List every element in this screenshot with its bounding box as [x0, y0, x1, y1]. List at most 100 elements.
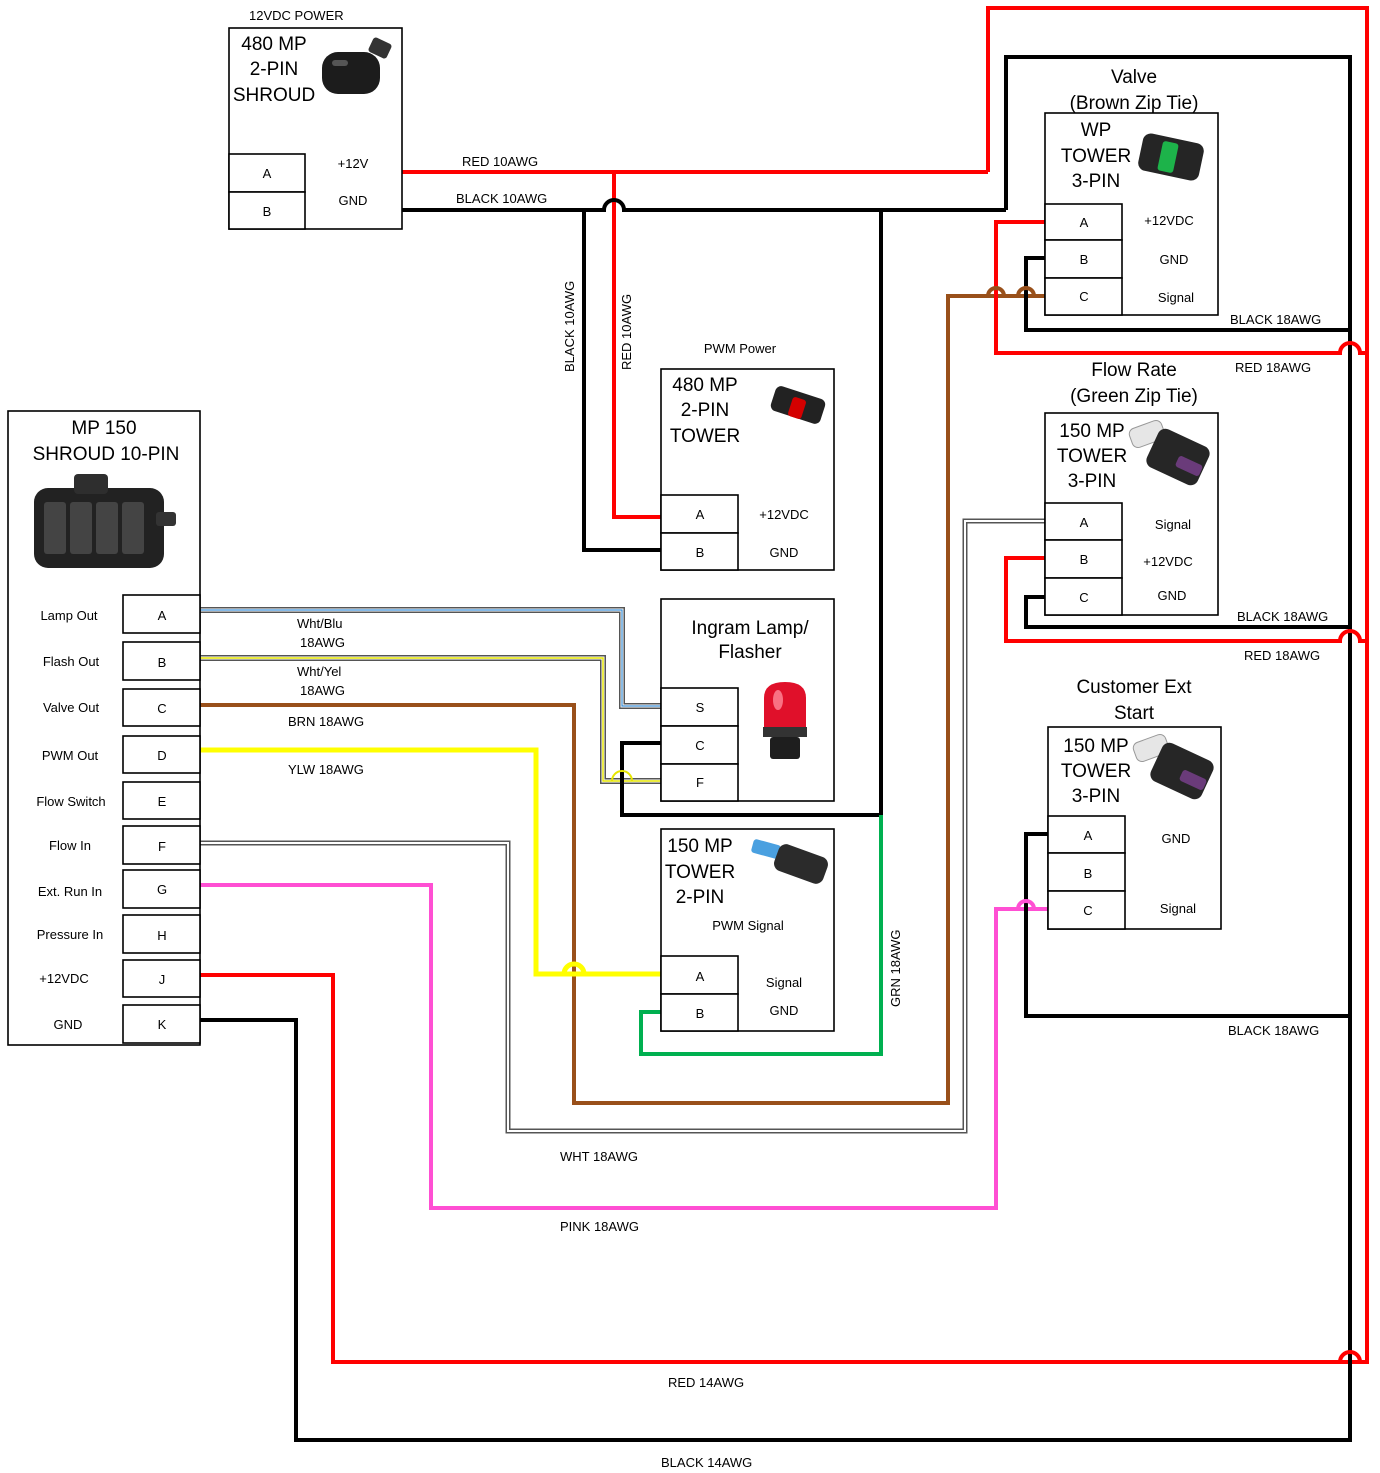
label-red-10awg-vertical: RED 10AWG	[619, 294, 634, 370]
connector-photo-icon	[1138, 133, 1204, 181]
wire-white-blue-lamp-out	[200, 607, 662, 709]
pin-b: B	[1080, 252, 1089, 267]
signal-12vdc: +12VDC	[759, 507, 809, 522]
connector-title: 480 MP	[241, 34, 306, 55]
connector-heading: PWM Power	[704, 341, 777, 356]
signal-gnd: GND	[1158, 588, 1187, 603]
pin-c: C	[1079, 289, 1088, 304]
pin-label-valve-out: Valve Out	[43, 700, 100, 715]
svg-text:3-PIN: 3-PIN	[1072, 171, 1121, 192]
pin-rows: A B C D E F G H J K Lamp Out Flash Out V…	[36, 594, 201, 1044]
wire-black-lamp-ground	[620, 741, 881, 817]
label-wht: WHT 18AWG	[560, 1149, 638, 1164]
signal-gnd: GND	[1162, 831, 1191, 846]
svg-text:Flasher: Flasher	[718, 642, 782, 663]
connector-title: 150 MP	[667, 836, 732, 857]
svg-text:2-PIN: 2-PIN	[681, 400, 730, 421]
pin-f: F	[158, 839, 166, 854]
connector-heading: 12VDC POWER	[249, 8, 344, 23]
signal-12vdc: +12VDC	[1143, 554, 1193, 569]
label-wht-yel: Wht/Yel	[297, 664, 341, 679]
pin-a: A	[1080, 215, 1089, 230]
connector-lamp-flasher: Ingram Lamp/ Flasher S C F	[660, 598, 835, 802]
connector-title: 150 MP	[1059, 421, 1124, 442]
svg-text:2-PIN: 2-PIN	[250, 59, 299, 80]
connector-photo-icon	[751, 839, 828, 884]
label-black-10awg-vertical: BLACK 10AWG	[562, 281, 577, 372]
signal-signal: Signal	[1158, 290, 1194, 305]
connector-mp150-main: MP 150 SHROUD 10-PIN A B C D E	[7, 410, 201, 1046]
connector-title: Ingram Lamp/	[691, 618, 809, 639]
pin-label-pwm-out: PWM Out	[42, 748, 99, 763]
label-brn: BRN 18AWG	[288, 714, 364, 729]
pin-g: G	[157, 882, 167, 897]
pin-a: A	[263, 166, 272, 181]
label-black-14: BLACK 14AWG	[661, 1455, 752, 1470]
label-wht-yel-gauge: 18AWG	[300, 683, 345, 698]
wire-black-14awg	[200, 55, 1352, 1442]
pin-label-lamp-out: Lamp Out	[40, 608, 97, 623]
signal-signal: Signal	[1160, 901, 1196, 916]
connector-photo-icon	[322, 37, 392, 94]
wire-red-10awg-pwm	[612, 172, 662, 519]
label-black-18-valve: BLACK 18AWG	[1230, 312, 1321, 327]
connector-photo-icon	[1128, 419, 1210, 486]
svg-text:2-PIN: 2-PIN	[676, 887, 725, 908]
connector-photo-icon	[34, 474, 176, 568]
label-grn: GRN 18AWG	[888, 929, 903, 1007]
label-wht-blu-gauge: 18AWG	[300, 635, 345, 650]
wire-brown-valve-out	[200, 294, 1046, 1105]
svg-text:TOWER: TOWER	[670, 426, 740, 447]
connector-title: 480 MP	[672, 375, 737, 396]
svg-text:SHROUD 10-PIN: SHROUD 10-PIN	[33, 444, 180, 465]
label-pink: PINK 18AWG	[560, 1219, 639, 1234]
label-wht-blu: Wht/Blu	[297, 616, 343, 631]
signal-gnd: GND	[770, 545, 799, 560]
wire-black-customer-a	[1024, 832, 1350, 1018]
wire-white-flow-in	[200, 518, 1046, 1134]
pin-label-flash-out: Flash Out	[43, 654, 100, 669]
label-red-14: RED 14AWG	[668, 1375, 744, 1390]
pin-k: K	[158, 1017, 167, 1032]
pin-b: B	[263, 204, 272, 219]
svg-text:TOWER: TOWER	[1057, 446, 1127, 467]
signal-12vdc: +12VDC	[1144, 213, 1194, 228]
connector-pwm-power: PWM Power 480 MP 2-PIN TOWER A B +12VDC …	[660, 341, 835, 571]
label-black-18-flow: BLACK 18AWG	[1237, 609, 1328, 624]
wire-black-valve-b	[1024, 256, 1350, 332]
connector-flow-rate: Flow Rate (Green Zip Tie) 150 MP TOWER 3…	[1044, 360, 1219, 616]
svg-text:(Green Zip Tie): (Green Zip Tie)	[1070, 386, 1198, 407]
wire-yellow-pwm-out	[200, 747, 662, 977]
connector-valve: Valve (Brown Zip Tie) WP TOWER 3-PIN A B…	[1044, 67, 1219, 316]
svg-text:3-PIN: 3-PIN	[1072, 786, 1121, 807]
pin-a: A	[696, 507, 705, 522]
connector-pwm-signal: 150 MP TOWER 2-PIN PWM Signal A B Signal…	[660, 828, 835, 1032]
pin-a: A	[158, 608, 167, 623]
pin-b: B	[1084, 866, 1093, 881]
wire-labels: RED 10AWG BLACK 10AWG BLACK 10AWG RED 10…	[288, 154, 1328, 1470]
wire-black-10awg-pwm	[582, 210, 662, 552]
wires	[200, 6, 1369, 1442]
connector-heading: Valve	[1111, 67, 1157, 88]
pin-label-flow-in: Flow In	[49, 838, 91, 853]
wire-white-yellow-flash-out	[200, 655, 662, 784]
pin-d: D	[157, 748, 166, 763]
signal-gnd: GND	[770, 1003, 799, 1018]
pin-h: H	[157, 928, 166, 943]
pin-b: B	[696, 545, 705, 560]
connector-title: WP	[1081, 120, 1112, 141]
svg-text:TOWER: TOWER	[1061, 761, 1131, 782]
connector-photo-icon	[770, 386, 826, 424]
wire-black-flow-c	[1024, 595, 1350, 629]
svg-text:(Brown Zip Tie): (Brown Zip Tie)	[1070, 93, 1199, 114]
wire-red-valve-a	[994, 220, 1367, 355]
connector-title: MP 150	[71, 418, 136, 439]
signal-signal: Signal	[1155, 517, 1191, 532]
pin-label-gnd: GND	[54, 1017, 83, 1032]
svg-text:SHROUD: SHROUD	[233, 85, 315, 106]
label-red-18-valve: RED 18AWG	[1235, 360, 1311, 375]
pin-c: C	[157, 701, 166, 716]
pin-label-flow-switch: Flow Switch	[36, 794, 105, 809]
pin-a: A	[696, 969, 705, 984]
